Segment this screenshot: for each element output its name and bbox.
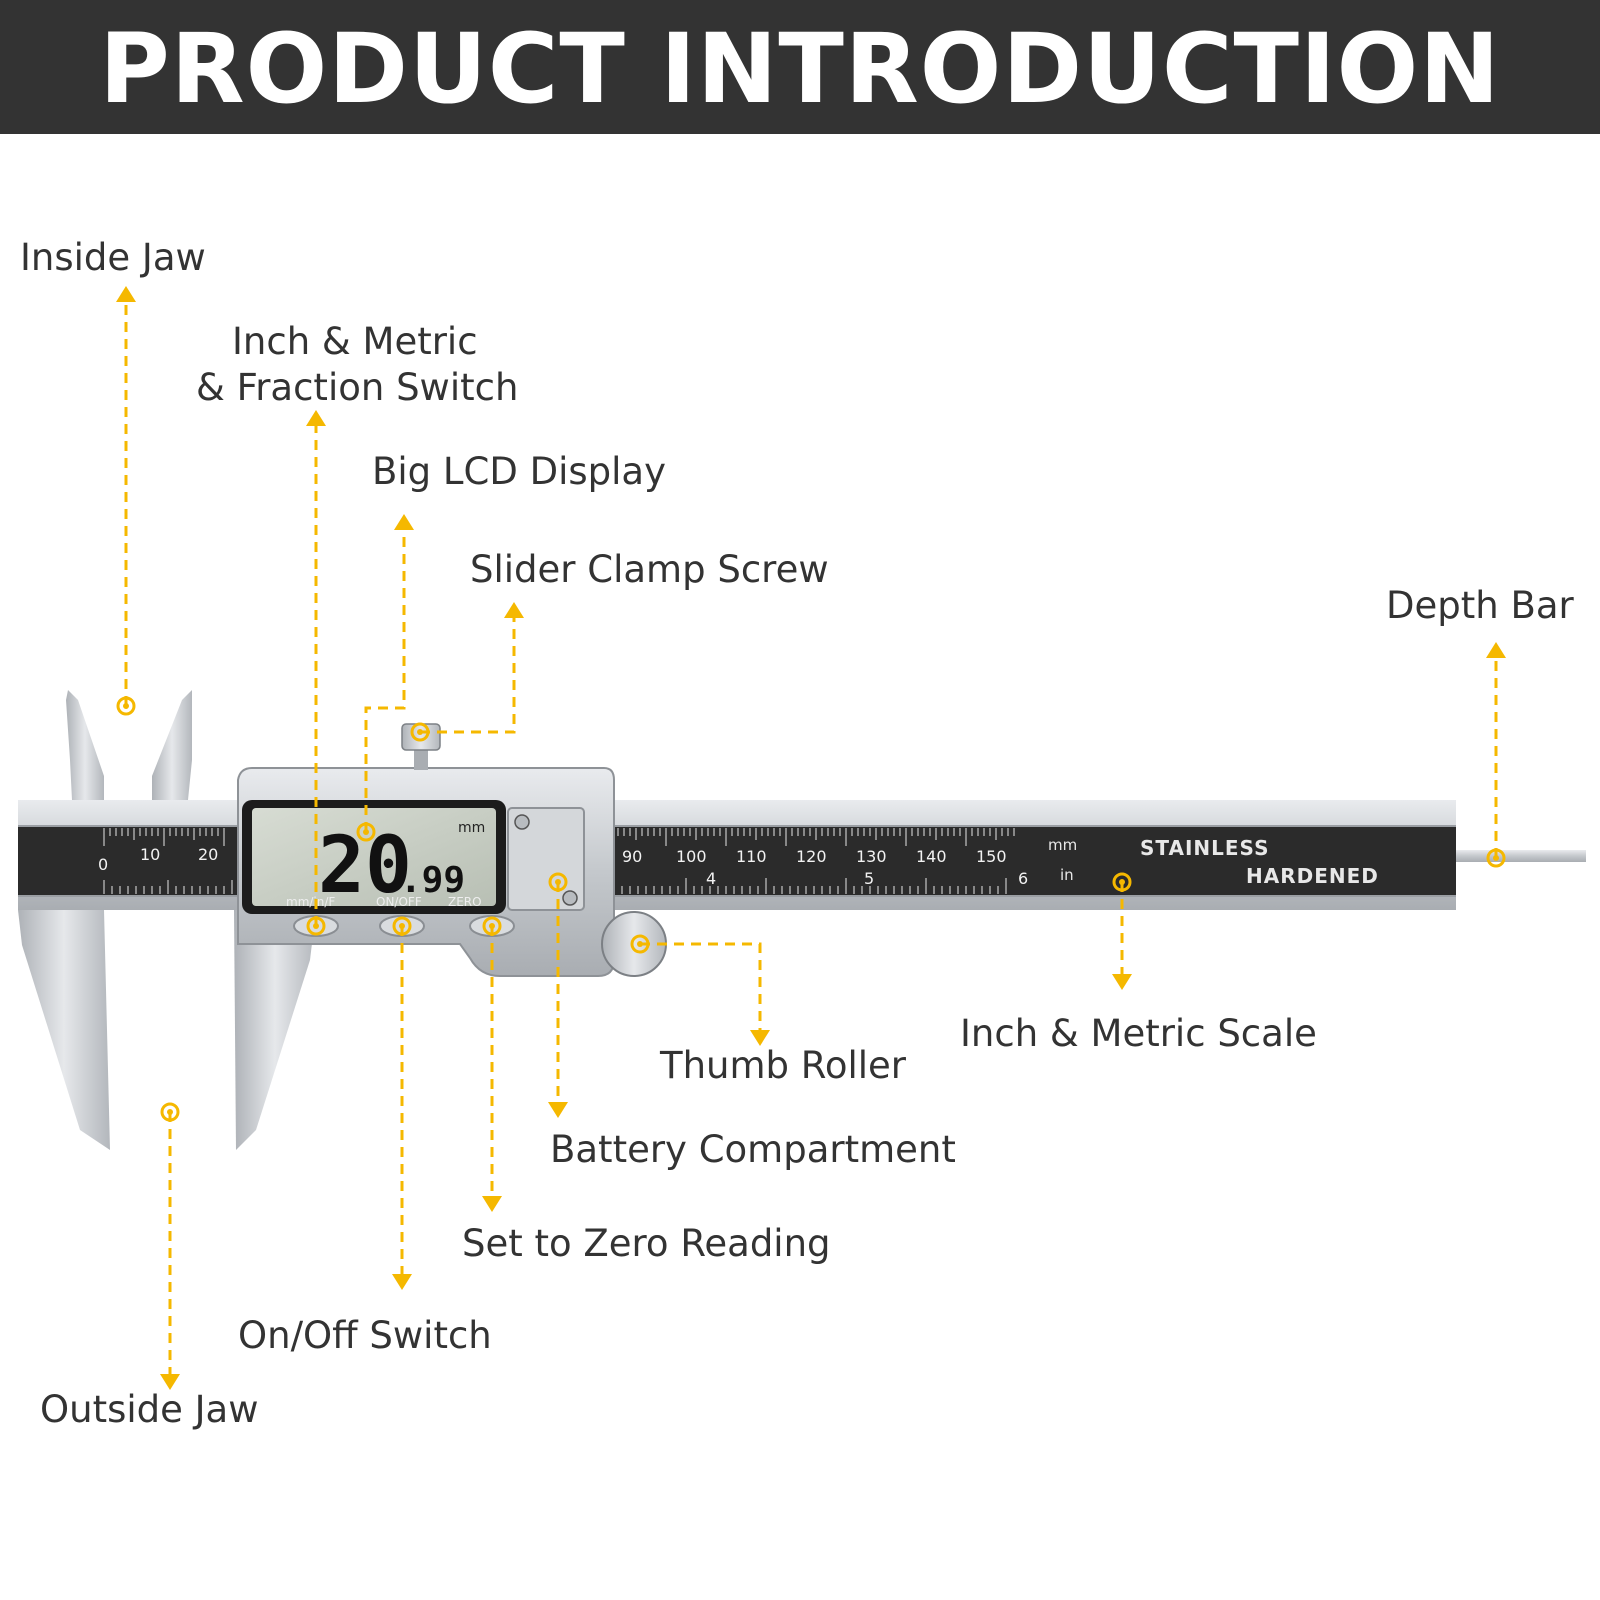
header-banner: PRODUCT INTRODUCTION <box>0 0 1600 134</box>
inch-number-5: 5 <box>864 869 874 888</box>
scale-number-100: 100 <box>676 847 707 866</box>
callout-set-zero: Set to Zero Reading <box>462 1222 831 1265</box>
lcd-reading-main: 20 <box>318 821 412 911</box>
callout-unit-switch-line1: Inch & Metric <box>232 320 478 363</box>
callout-big-lcd: Big LCD Display <box>372 450 666 493</box>
inch-number-4: 4 <box>706 869 716 888</box>
scale-number-90: 90 <box>622 847 642 866</box>
page-title: PRODUCT INTRODUCTION <box>99 13 1501 125</box>
scale-ticks <box>103 828 1015 894</box>
scale-number-150: 150 <box>976 847 1007 866</box>
depth-bar <box>1446 850 1586 862</box>
lcd-reading-decimals: .99 <box>400 860 465 901</box>
callout-battery: Battery Compartment <box>550 1128 956 1171</box>
thumb-roller[interactable] <box>601 911 667 977</box>
callout-inch-metric-scale: Inch & Metric Scale <box>960 1012 1317 1055</box>
fixed-outside-jaw <box>18 910 110 1150</box>
callout-inside-jaw: Inside Jaw <box>20 236 206 279</box>
bar-text-stainless: STAINLESS <box>1140 836 1269 860</box>
lcd-screen <box>252 808 496 906</box>
scale-number-130: 130 <box>856 847 887 866</box>
callout-unit-switch-line2: & Fraction Switch <box>196 366 518 409</box>
callout-outside-jaw: Outside Jaw <box>40 1388 259 1431</box>
unit-mm-label: mm <box>1048 836 1077 854</box>
clamp-screw-head[interactable] <box>401 723 441 751</box>
scale-number-140: 140 <box>916 847 947 866</box>
button-label-zero: ZERO <box>448 895 482 909</box>
callout-thumb-roller: Thumb Roller <box>659 1044 907 1087</box>
scale-number-20: 20 <box>198 845 218 864</box>
callout-depth-bar: Depth Bar <box>1386 584 1575 627</box>
button-label-onoff: ON/OFF <box>376 895 422 909</box>
moving-inside-jaw <box>152 690 192 800</box>
fixed-inside-jaw <box>66 690 104 800</box>
scale-number-110: 110 <box>736 847 767 866</box>
inch-number-6: 6 <box>1018 869 1028 888</box>
callout-slider-clamp: Slider Clamp Screw <box>470 548 829 591</box>
scale-number-0: 0 <box>98 855 108 874</box>
bar-text-hardened: HARDENED <box>1246 864 1379 888</box>
moving-outside-jaw <box>234 910 316 1150</box>
unit-in-label: in <box>1060 866 1074 884</box>
callout-on-off: On/Off Switch <box>238 1314 492 1357</box>
scale-number-10: 10 <box>140 845 160 864</box>
lcd-unit: mm <box>458 820 485 836</box>
button-label-unit: mm/in/F <box>286 895 335 909</box>
scale-number-120: 120 <box>796 847 827 866</box>
